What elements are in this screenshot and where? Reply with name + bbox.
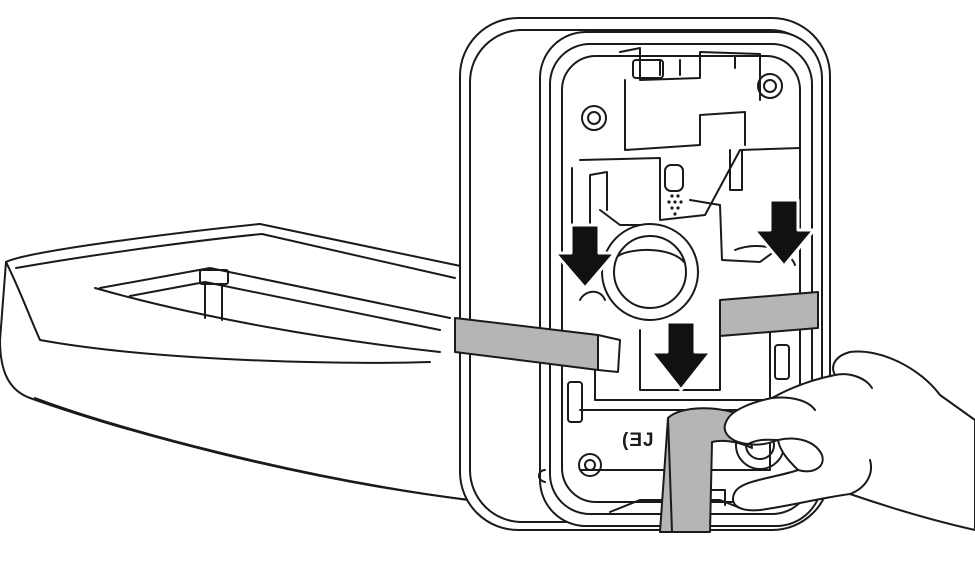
tape-strip-left [454,317,621,373]
back-plate [538,31,823,527]
cable-opening [601,223,699,321]
hand [723,350,975,531]
embossed-text: (ƎJ [622,430,655,451]
tray-post [199,269,229,285]
vent-slot [664,164,684,192]
tape-strip-pull-tab [659,407,753,533]
down-arrow-icon [752,198,816,268]
down-arrow-icon [553,223,617,290]
screw-hole-top-right [757,73,783,99]
down-arrow-icon [649,320,713,392]
latch-slot-right [774,344,790,380]
tape-strip-right [719,291,819,337]
vent-grille [667,194,683,216]
latch-slot-left [567,381,583,423]
screw-hole-top-left [581,105,607,131]
